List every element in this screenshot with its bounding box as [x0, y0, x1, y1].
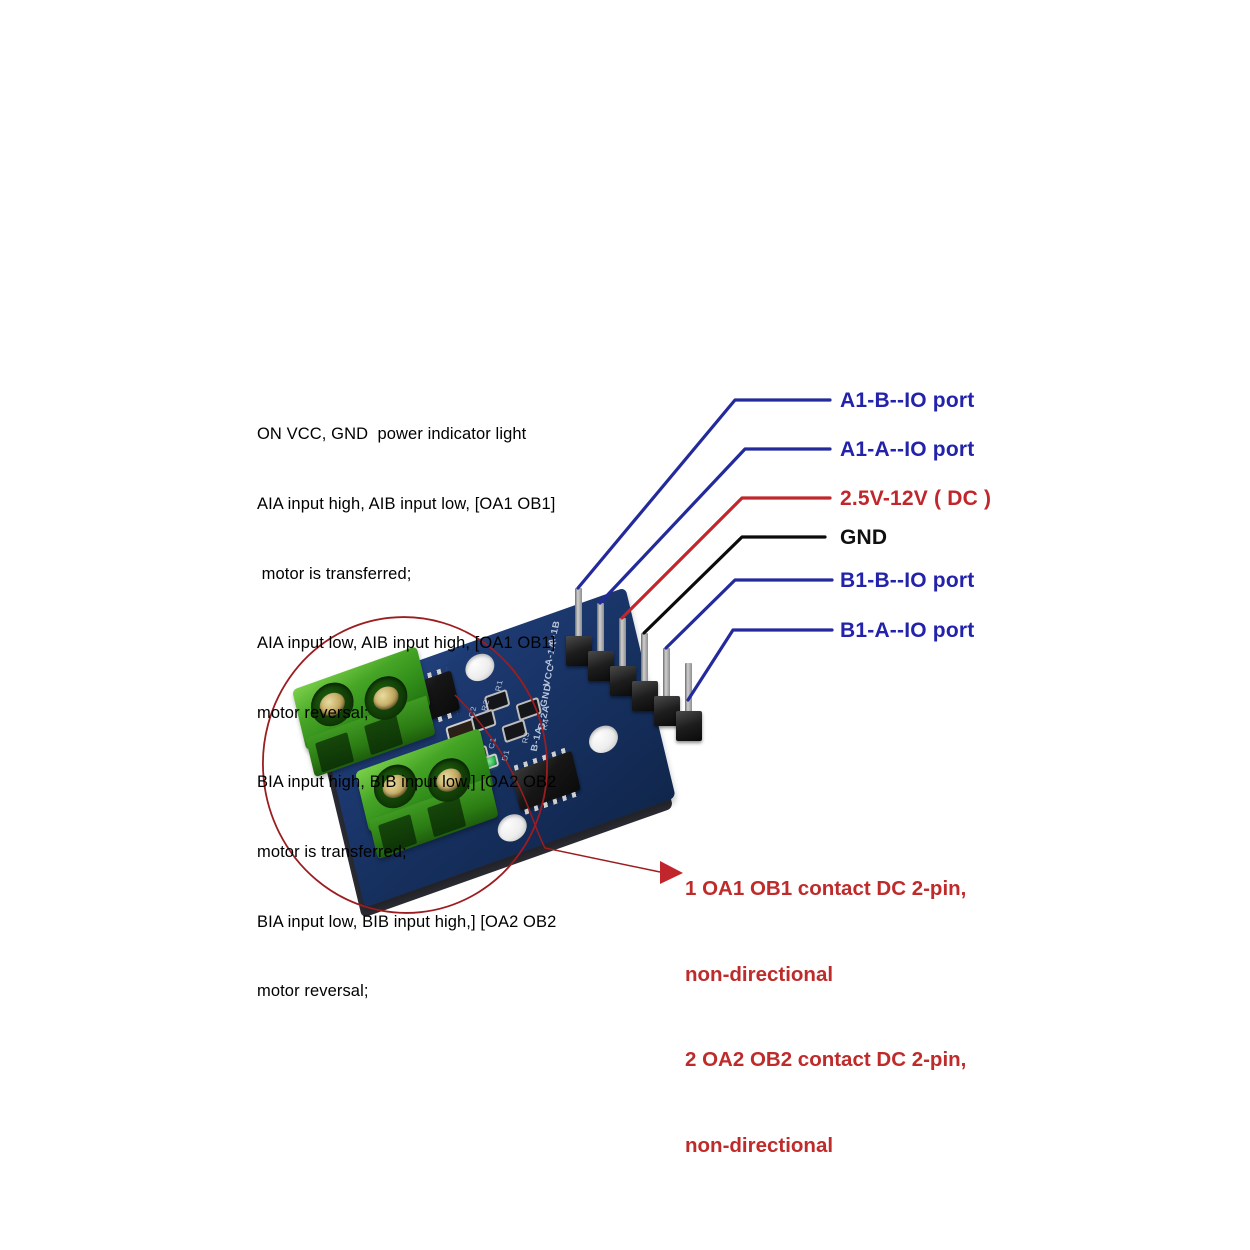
desc-line-1: ON VCC, GND power indicator light — [257, 425, 527, 444]
desc-line-3: motor is transferred; — [257, 564, 412, 583]
callout-label-vcc: 2.5V-12V ( DC ) — [840, 487, 992, 510]
header-base-1 — [566, 636, 592, 666]
callout-label-b1a: B1-A--IO port — [840, 619, 975, 642]
header-base-3 — [610, 666, 636, 696]
callout-label-a1a: A1-A--IO port — [840, 438, 975, 461]
header-pin-3 — [619, 618, 626, 670]
note-line-3: 2 OA2 OB2 contact DC 2-pin, — [685, 1048, 967, 1071]
header-pin-2 — [597, 603, 604, 655]
callout-label-b1b: B1-B--IO port — [840, 569, 975, 592]
header-base-6 — [676, 711, 702, 741]
header-pin-4 — [641, 633, 648, 685]
note-line-1: 1 OA1 OB1 contact DC 2-pin, — [685, 877, 967, 900]
desc-line-9: motor reversal; — [257, 982, 369, 1001]
desc-line-7: motor is transferred; — [257, 843, 407, 862]
callout-label-gnd: GND — [840, 526, 888, 549]
contact-note-text: 1 OA1 OB1 contact DC 2-pin, non-directio… — [685, 818, 1025, 1217]
callout-label-a1b: A1-B--IO port — [840, 389, 975, 412]
desc-line-6: BIA input high, BIB input low,] [OA2 OB2 — [257, 773, 557, 792]
operation-description-text: ON VCC, GND power indicator light AIA in… — [257, 377, 617, 1050]
desc-line-2: AIA input high, AIB input low, [OA1 OB1] — [257, 495, 556, 514]
note-line-2: non-directional — [685, 962, 834, 986]
header-pin-1 — [575, 588, 582, 640]
desc-line-8: BIA input low, BIB input high,] [OA2 OB2 — [257, 912, 557, 931]
desc-line-5: motor reversal; — [257, 703, 369, 722]
header-base-2 — [588, 651, 614, 681]
desc-line-4: AIA input low, AIB input high, [OA1 OB1] — [257, 634, 556, 653]
header-pin-6 — [685, 663, 692, 715]
header-pin-5 — [663, 648, 670, 700]
note-line-4: non-directional — [685, 1133, 834, 1157]
